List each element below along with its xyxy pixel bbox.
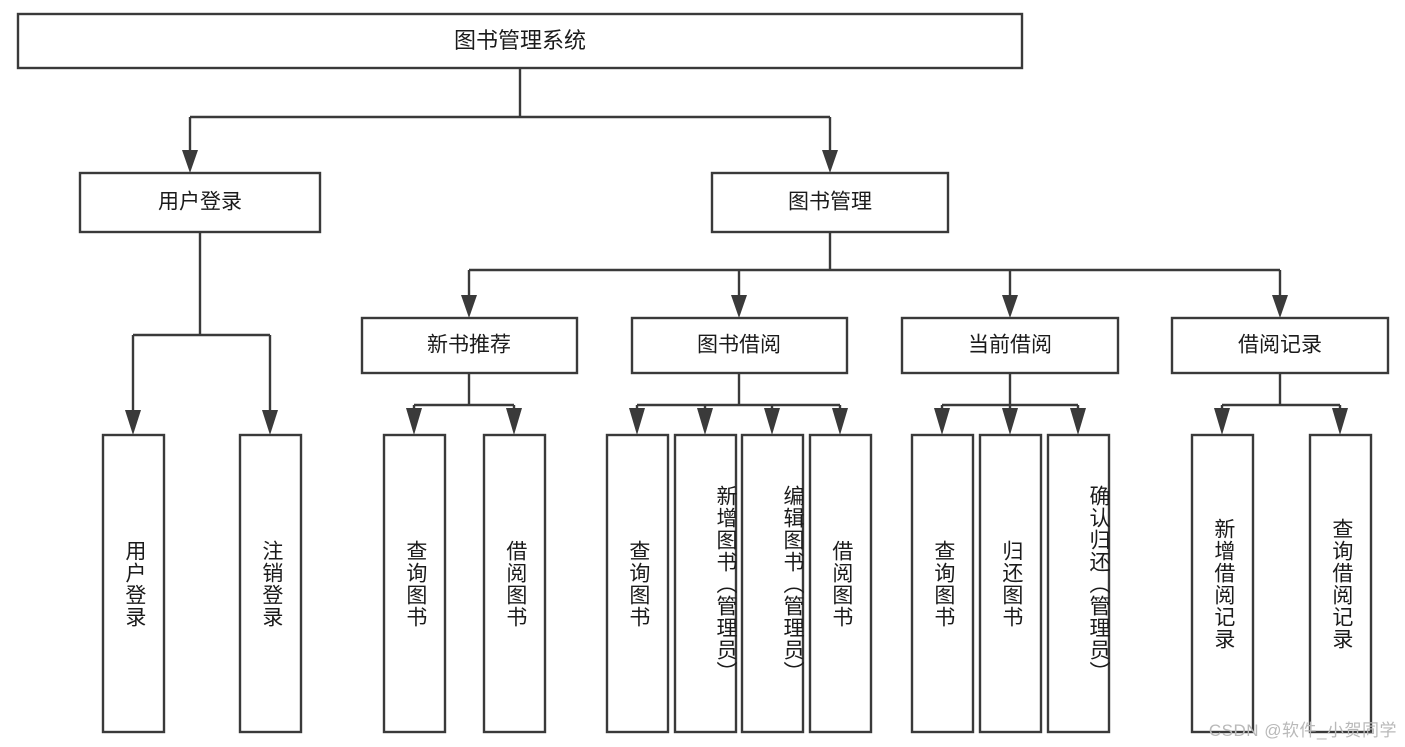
leaf-logout-login-box[interactable] <box>238 433 303 734</box>
arrow-head-leaf-add-book <box>697 408 713 435</box>
arrow-head-leaf-logout-login <box>262 410 278 435</box>
leaf-return-book-box[interactable] <box>978 433 1043 734</box>
leaf-borrow-book-1-box[interactable] <box>482 433 547 734</box>
leaf-query-book-2-box[interactable] <box>605 433 670 734</box>
arrow-head-book-borrow <box>731 295 747 318</box>
node-book-borrow-label: 图书借阅 <box>697 334 781 357</box>
arrow-head-leaf-edit-book <box>764 408 780 435</box>
node-current-borrow-label: 当前借阅 <box>968 334 1052 357</box>
arrow-head-new-book-rec <box>461 295 477 318</box>
arrow-head-leaf-query-book-3 <box>934 408 950 435</box>
arrow-head-leaf-query-book-2 <box>629 408 645 435</box>
arrow-head-leaf-query-record <box>1332 408 1348 435</box>
node-book-borrow-box[interactable] <box>630 316 849 375</box>
leaf-add-book-box[interactable] <box>673 433 738 734</box>
arrow-head-leaf-borrow-book-2 <box>832 408 848 435</box>
node-book-manage-label: 图书管理 <box>788 191 872 214</box>
arrow-head-leaf-return-book <box>1002 408 1018 435</box>
arrow-head-leaf-query-book-1 <box>406 408 422 435</box>
leaf-query-record-box[interactable] <box>1308 433 1373 734</box>
node-user-login-label: 用户登录 <box>158 191 242 214</box>
node-layer: 图书管理系统 用户登录 图书管理 新书推荐 图书借阅 当前借阅 借阅记录 <box>16 12 1390 734</box>
node-borrow-record-box[interactable] <box>1170 316 1390 375</box>
node-book-manage-box[interactable] <box>710 171 950 234</box>
arrow-head-leaf-user-login <box>125 410 141 435</box>
arrow-head-leaf-add-record <box>1214 408 1230 435</box>
leaf-user-login-box[interactable] <box>101 433 166 734</box>
leaf-edit-book-box[interactable] <box>740 433 805 734</box>
arrow-head-leaf-borrow-book-1 <box>506 408 522 435</box>
node-borrow-record-label: 借阅记录 <box>1238 334 1322 357</box>
leaf-confirm-return-box[interactable] <box>1046 433 1111 734</box>
arrow-head-borrow-record <box>1272 295 1288 318</box>
arrow-head-current-borrow <box>1002 295 1018 318</box>
node-new-book-rec-box[interactable] <box>360 316 579 375</box>
node-user-login-box[interactable] <box>78 171 322 234</box>
node-root-box[interactable] <box>16 12 1024 70</box>
arrow-head-user-login <box>182 150 198 173</box>
leaf-query-book-1-box[interactable] <box>382 433 447 734</box>
csdn-watermark: CSDN @软件_小贺同学 <box>1208 721 1397 740</box>
leaf-borrow-book-2-box[interactable] <box>808 433 873 734</box>
node-root-label: 图书管理系统 <box>454 28 586 53</box>
node-current-borrow-box[interactable] <box>900 316 1120 375</box>
arrow-head-leaf-confirm-return <box>1070 408 1086 435</box>
arrow-head-book-manage <box>822 150 838 173</box>
connector-layer <box>125 68 1348 435</box>
leaf-query-book-3-box[interactable] <box>910 433 975 734</box>
node-new-book-rec-label: 新书推荐 <box>427 334 511 357</box>
leaf-add-record-box[interactable] <box>1190 433 1255 734</box>
